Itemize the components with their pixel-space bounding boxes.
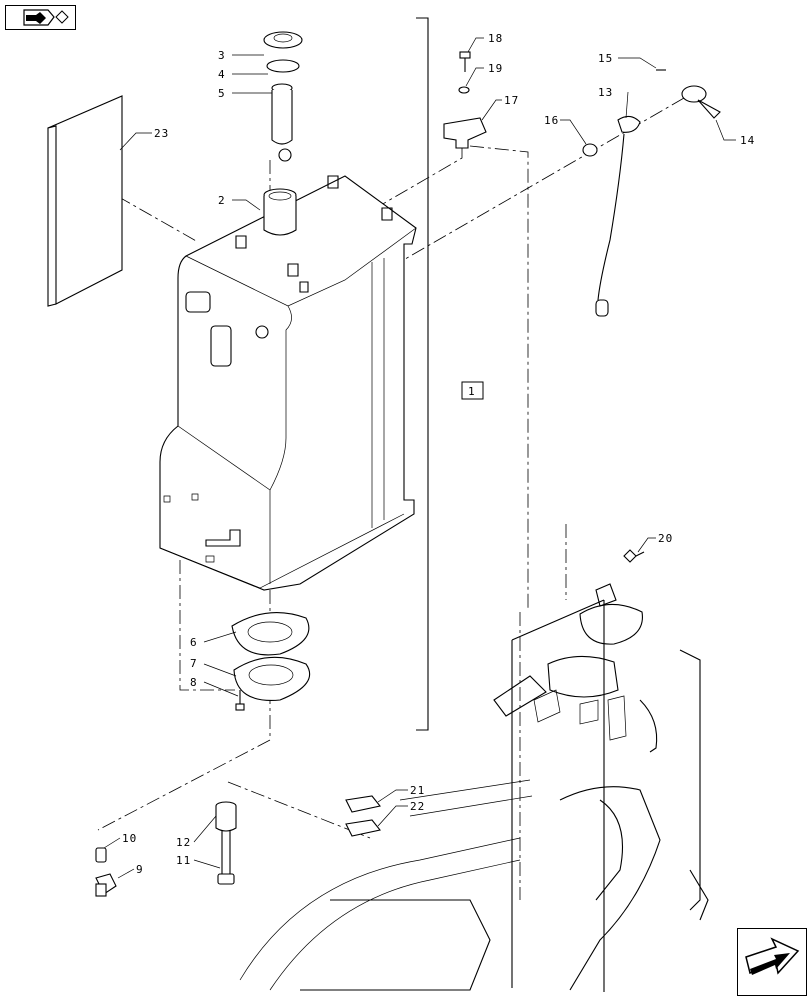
fitting-10	[95, 847, 107, 863]
bolt-20	[623, 549, 645, 563]
sensor-13	[595, 115, 641, 317]
level-gauge-14	[681, 85, 721, 119]
callout-10: 10	[122, 832, 137, 845]
bracket-1	[416, 17, 484, 731]
callout-23: 23	[154, 127, 169, 140]
callout-7: 7	[190, 657, 198, 670]
machine-frame	[239, 583, 709, 992]
cover-plate-7	[233, 656, 311, 701]
callout-6: 6	[190, 636, 198, 649]
callout-21: 21	[410, 784, 425, 797]
callout-12: 12	[176, 836, 191, 849]
callout-4: 4	[218, 68, 226, 81]
callout-8: 8	[190, 676, 198, 689]
bolt-8	[235, 690, 245, 711]
filler-cap-3	[263, 31, 303, 49]
callout-1: 1	[468, 385, 476, 398]
callout-22: 22	[410, 800, 425, 813]
callout-3: 3	[218, 49, 226, 62]
callout-14: 14	[740, 134, 755, 147]
callout-20: 20	[658, 532, 673, 545]
next-page-button[interactable]	[737, 928, 807, 996]
shim-22	[345, 819, 381, 837]
bracket-17	[443, 117, 487, 149]
strainer-5	[271, 83, 293, 162]
callout-5: 5	[218, 87, 226, 100]
insulation-panel-23	[47, 95, 123, 307]
callout-11: 11	[176, 854, 191, 867]
o-ring-4	[266, 59, 300, 73]
callout-labels: 3 4 5 2 23 1 18 19 17 16 13 15 14 20 6 7…	[122, 32, 755, 876]
fitting-9	[95, 873, 117, 897]
callout-16: 16	[544, 114, 559, 127]
callout-17: 17	[504, 94, 519, 107]
callout-9: 9	[136, 863, 144, 876]
bolt-18	[459, 51, 471, 72]
nav-back-button[interactable]	[5, 5, 76, 30]
washer-19	[458, 86, 470, 94]
leader-lines	[103, 37, 736, 879]
seal-16	[582, 143, 598, 157]
callout-13: 13	[598, 86, 613, 99]
spacer-12	[215, 801, 237, 832]
section-navigation-icon	[23, 9, 69, 26]
next-page-arrow-icon	[745, 937, 800, 975]
shim-21	[345, 795, 381, 813]
callout-18: 18	[488, 32, 503, 45]
callout-2: 2	[218, 194, 226, 207]
bolt-11	[217, 830, 235, 885]
gasket-6	[231, 612, 310, 656]
callout-19: 19	[488, 62, 503, 75]
hydraulic-tank-2	[159, 175, 417, 591]
callout-15: 15	[598, 52, 613, 65]
